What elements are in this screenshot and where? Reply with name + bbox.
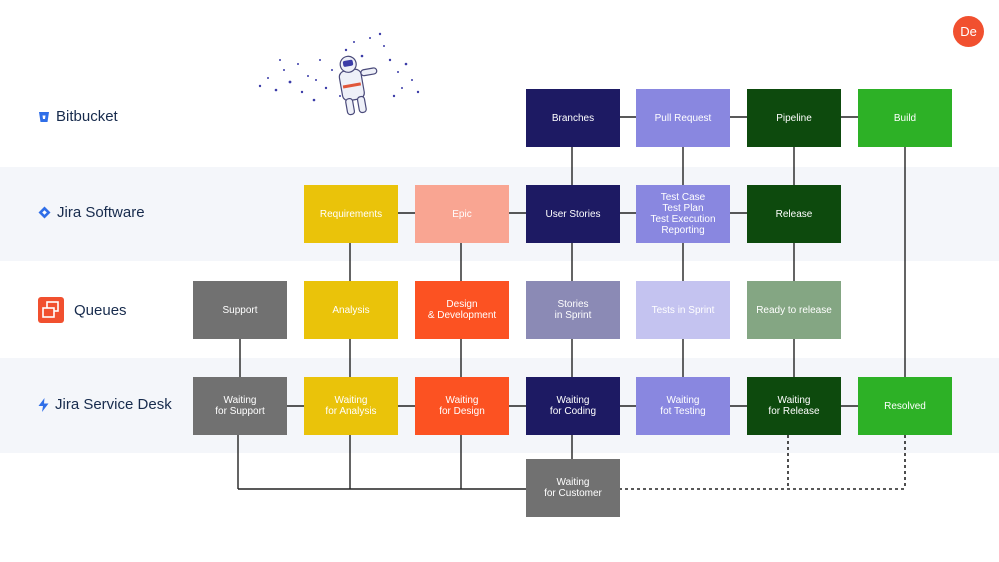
- box-design-development: Design & Development: [415, 281, 509, 339]
- box-waiting-for-release: Waiting for Release: [747, 377, 841, 435]
- row-label-text: Queues: [74, 301, 127, 319]
- box-pipeline: Pipeline: [747, 89, 841, 147]
- row-label-text: Bitbucket: [56, 108, 118, 125]
- box-branches: Branches: [526, 89, 620, 147]
- box-waiting-for-design: Waiting for Design: [415, 377, 509, 435]
- box-stories-in-sprint: Stories in Sprint: [526, 281, 620, 339]
- jira-software-icon: [38, 206, 51, 219]
- box-waiting-for-customer: Waiting for Customer: [526, 459, 620, 517]
- row-label-bitbucket: Bitbucket: [38, 108, 118, 125]
- box-test-case: Test Case Test Plan Test Execution Repor…: [636, 185, 730, 243]
- bitbucket-icon: [38, 111, 50, 123]
- box-analysis: Analysis: [304, 281, 398, 339]
- brand-logo: De: [953, 16, 984, 47]
- box-resolved: Resolved: [858, 377, 952, 435]
- box-waiting-for-coding: Waiting for Coding: [526, 377, 620, 435]
- row-label-text: Jira Software: [57, 204, 145, 221]
- box-user-stories: User Stories: [526, 185, 620, 243]
- box-waiting-for-analysis: Waiting for Analysis: [304, 377, 398, 435]
- row-label-jira-software: Jira Software: [38, 204, 145, 221]
- box-pull-request: Pull Request: [636, 89, 730, 147]
- box-release: Release: [747, 185, 841, 243]
- lightning-icon: [38, 397, 49, 412]
- row-label-queues: Queues: [38, 297, 127, 323]
- box-waiting-for-testing: Waiting fot Testing: [636, 377, 730, 435]
- astronaut-illustration: [258, 32, 420, 116]
- box-build: Build: [858, 89, 952, 147]
- box-waiting-for-support: Waiting for Support: [193, 377, 287, 435]
- queues-icon: [38, 297, 64, 323]
- box-tests-in-sprint: Tests in Sprint: [636, 281, 730, 339]
- box-requirements: Requirements: [304, 185, 398, 243]
- box-epic: Epic: [415, 185, 509, 243]
- box-support: Support: [193, 281, 287, 339]
- row-label-service-desk: Jira Service Desk: [38, 396, 172, 413]
- row-label-text: Jira Service Desk: [55, 396, 172, 413]
- box-ready-to-release: Ready to release: [747, 281, 841, 339]
